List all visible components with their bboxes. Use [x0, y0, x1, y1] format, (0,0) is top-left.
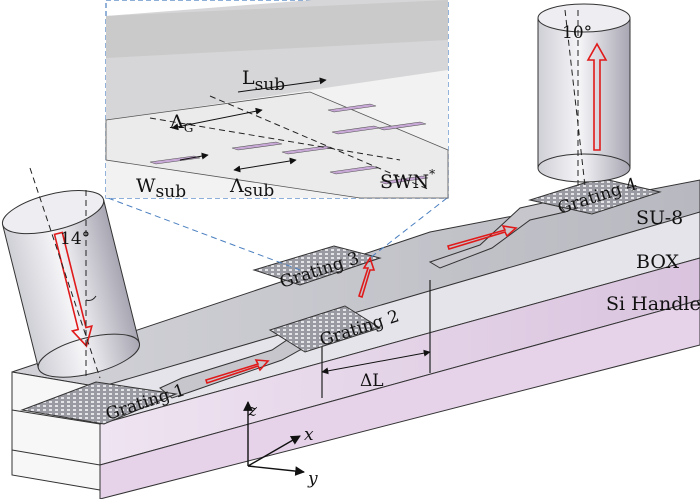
arrow-vertical [357, 256, 376, 299]
arrow-1 [204, 359, 270, 385]
coordinate-axes [243, 401, 305, 476]
grating-3-pad [252, 245, 382, 286]
light-path-arrows [204, 224, 518, 385]
su8-label: SU-8 [636, 207, 683, 229]
box-label: BOX [636, 251, 680, 273]
axis-x-label: x [304, 425, 314, 445]
inset-zoom [105, 0, 449, 199]
l-sub-label: Lsub [242, 67, 285, 95]
axis-z-label: z [247, 401, 258, 421]
fiber-left [1, 167, 141, 379]
swn-label: SWN* [380, 167, 435, 193]
lambda-g-label: ΛG [169, 111, 193, 135]
axis-y-label: y [307, 469, 318, 489]
grating-1-pad [20, 381, 178, 425]
delta-l-label: ΔL [360, 371, 384, 391]
w-sub-label: Wsub [136, 175, 186, 202]
zoom-guides [107, 197, 448, 271]
angle-left-label: 14° [60, 229, 90, 249]
fiber-right [537, 3, 631, 187]
si-handle-layer [99, 299, 700, 499]
angle-right-label: 10° [562, 23, 592, 43]
grating-pads [20, 177, 662, 425]
grating-4-pad [528, 177, 662, 215]
lambda-sub-label: Λsub [229, 175, 274, 201]
grating-2-pad [268, 305, 382, 353]
arrow-2 [446, 224, 518, 250]
si-handle-label: Si Handle [606, 293, 700, 315]
device-slab [11, 179, 700, 499]
subwavelength-slots [149, 103, 429, 185]
